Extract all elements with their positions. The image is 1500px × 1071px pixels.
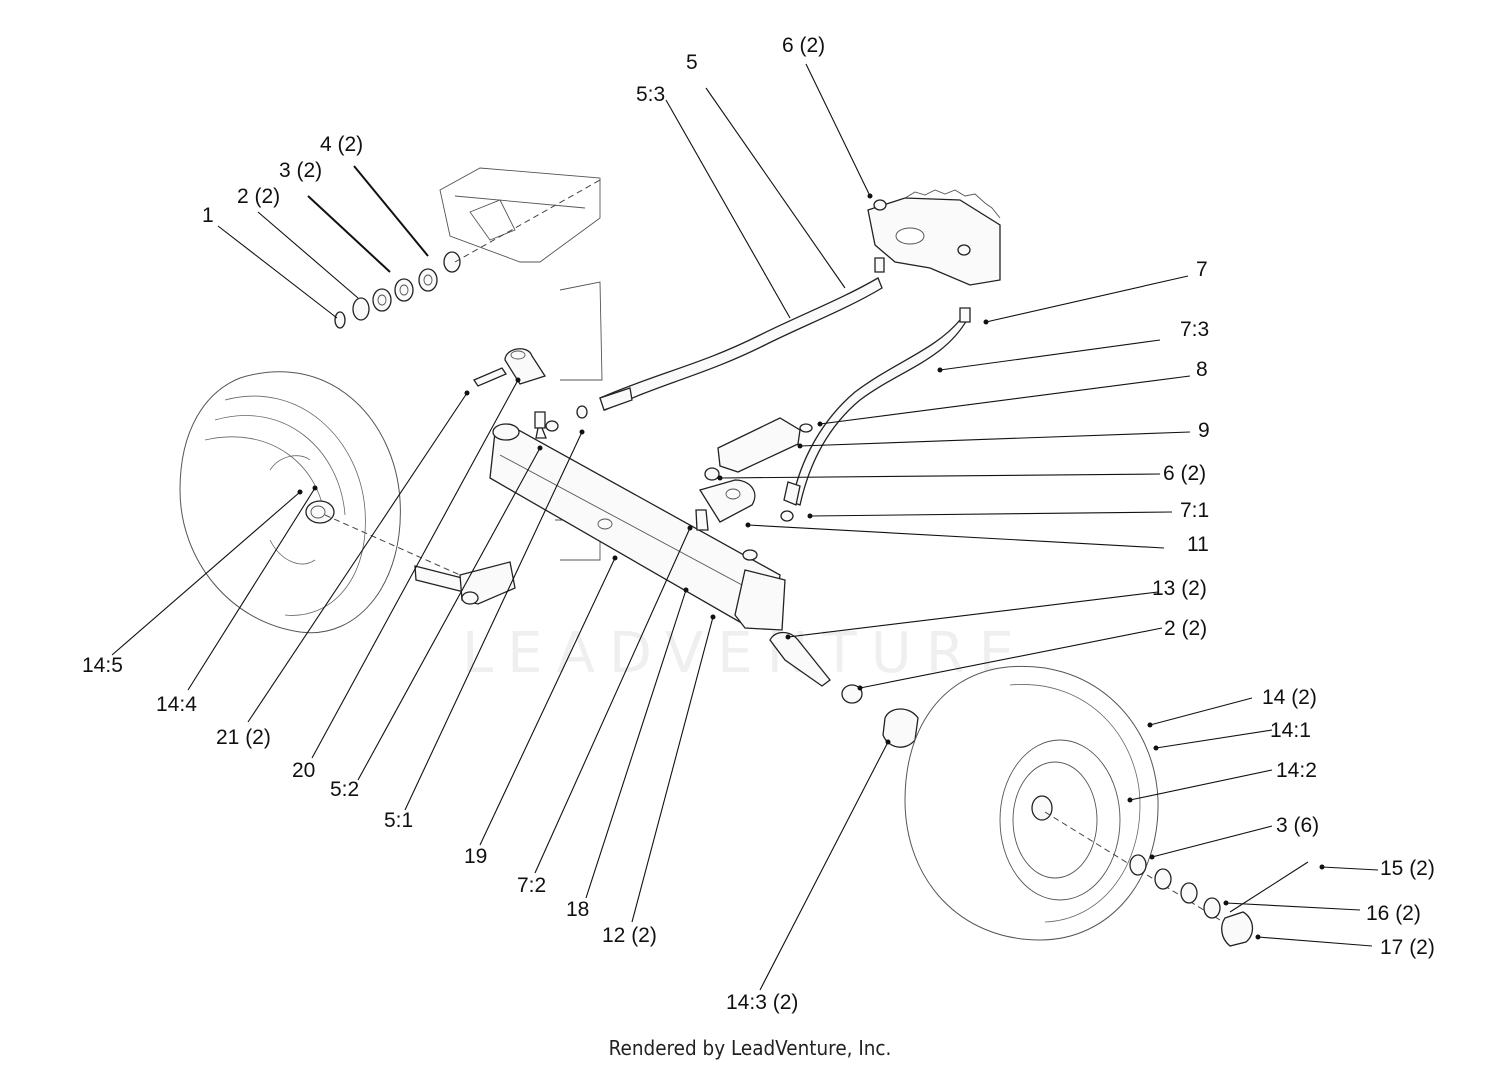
callout-7-2: 7:2 — [517, 874, 546, 897]
right-steering-arm — [695, 467, 794, 531]
leader-lines — [111, 63, 1379, 991]
callout-labels: 1 2 (2) 3 (2) 4 (2) 5:3 5 6 (2) 7 7:3 8 … — [82, 34, 1435, 1014]
steering-sector — [867, 189, 1001, 286]
callout-2-2-right: 2 (2) — [1164, 617, 1207, 640]
callout-21-2: 21 (2) — [216, 726, 271, 749]
tie-rod — [783, 307, 971, 506]
callout-11: 11 — [1187, 533, 1209, 556]
callout-2-2: 2 (2) — [237, 185, 280, 208]
callout-13-2: 13 (2) — [1152, 577, 1207, 600]
callout-16-2: 16 (2) — [1366, 902, 1421, 925]
callout-8: 8 — [1196, 358, 1208, 381]
left-spindle — [414, 561, 516, 605]
callout-6-2-mid: 6 (2) — [1163, 462, 1206, 485]
front-axle — [489, 423, 786, 631]
right-wheel — [904, 666, 1159, 941]
callout-14-4: 14:4 — [156, 693, 197, 716]
callout-14-2: 14 (2) — [1262, 686, 1317, 709]
callout-5-3: 5:3 — [636, 83, 665, 106]
left-wheel — [179, 371, 401, 634]
callout-17-2: 17 (2) — [1380, 936, 1435, 959]
callout-1: 1 — [202, 204, 214, 227]
callout-7-1: 7:1 — [1180, 499, 1209, 522]
watermark-text: LEADVENTURE — [462, 621, 1028, 686]
callout-19: 19 — [464, 845, 487, 868]
callout-14-1: 14:1 — [1270, 719, 1311, 742]
drag-link — [599, 277, 883, 411]
callout-7: 7 — [1196, 258, 1208, 281]
callout-5: 5 — [686, 51, 698, 74]
callout-5-2: 5:2 — [330, 778, 359, 801]
callout-4-2: 4 (2) — [320, 133, 363, 156]
callout-12-2: 12 (2) — [602, 924, 657, 947]
callout-5-1: 5:1 — [384, 809, 413, 832]
callout-20: 20 — [292, 759, 315, 782]
callout-14-3-2: 14:3 (2) — [726, 991, 798, 1014]
callout-7-3: 7:3 — [1180, 318, 1209, 341]
callout-14-5: 14:5 — [82, 654, 123, 677]
washer-stack-left — [334, 251, 461, 329]
callout-15-2: 15 (2) — [1380, 857, 1435, 880]
spacer-9 — [717, 417, 813, 473]
callout-6-2-top: 6 (2) — [782, 34, 825, 57]
callout-9: 9 — [1198, 419, 1210, 442]
callout-18: 18 — [566, 898, 589, 921]
callout-3-2: 3 (2) — [279, 159, 322, 182]
leader-dots — [297, 193, 1325, 940]
left-steering-arm — [473, 348, 547, 387]
callout-3-6: 3 (6) — [1276, 814, 1319, 837]
washer-stack-right — [1129, 854, 1254, 947]
callout-14-2b: 14:2 — [1276, 759, 1317, 782]
bolt-5-2 — [534, 405, 588, 439]
footer-credit: Rendered by LeadVenture, Inc. — [608, 1036, 892, 1060]
